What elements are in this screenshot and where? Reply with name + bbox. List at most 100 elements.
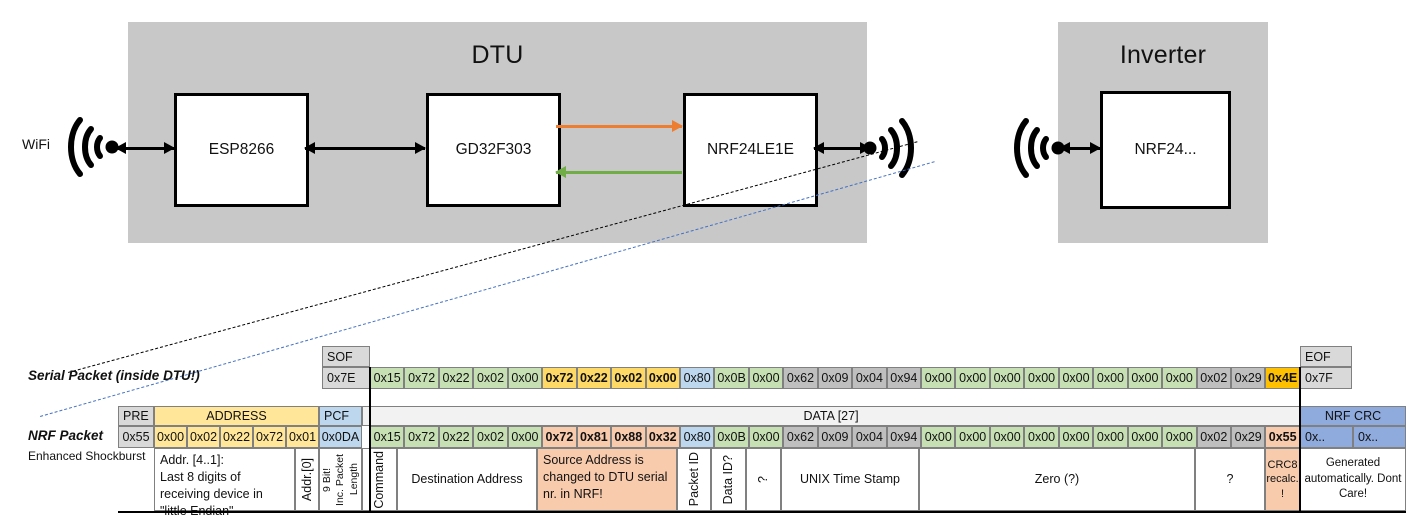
serial-byte-cell-22: 0x00	[1127, 367, 1163, 389]
chip-gd32f303: GD32F303	[426, 93, 561, 207]
desc-unix-timestamp: UNIX Time Stamp	[781, 448, 919, 511]
serial-byte-cell-16: 0x00	[921, 367, 956, 389]
desc-pcf-note: 9 Bit! Inc. Packet Length	[319, 448, 362, 511]
nrf-byte-cell-20: 0x00	[1058, 426, 1094, 448]
serial-sof-value: 0x7E	[322, 367, 370, 389]
serial-byte-cell-7: 0x02	[611, 367, 646, 389]
nrf-address-cell-1: 0x02	[187, 426, 220, 448]
serial-byte-cell-10: 0x0B	[714, 367, 749, 389]
desc-zero: Zero (?)	[919, 448, 1195, 511]
inverter-antenna-icon	[1014, 118, 1065, 178]
desc-question-a: ?	[746, 448, 781, 511]
desc-address-note: Addr. [4..1]: Last 8 digits of receiving…	[154, 448, 295, 518]
nrf-byte-cell-11: 0x00	[748, 426, 784, 448]
nrf-byte-cell-5: 0x72	[542, 426, 577, 448]
serial-byte-cell-4: 0x00	[507, 367, 543, 389]
nrf-byte-cell-14: 0x04	[852, 426, 887, 448]
serial-byte-cell-3: 0x02	[473, 367, 508, 389]
nrf-pcf-value: 0x0DA	[319, 426, 362, 448]
nrf-byte-cell-7: 0x88	[611, 426, 646, 448]
serial-byte-cell-24: 0x02	[1196, 367, 1231, 389]
serial-packet-label: Serial Packet (inside DTU!)	[28, 368, 200, 383]
nrf-address-header: ADDRESS	[154, 406, 319, 426]
desc-address-note-text: Addr. [4..1]: Last 8 digits of receiving…	[160, 453, 263, 518]
desc-crc-auto: Generated automatically. Dont Care!	[1300, 448, 1406, 511]
desc-addr0-text: Addr.[0]	[299, 457, 314, 502]
nrf-byte-cell-13: 0x09	[817, 426, 853, 448]
nrf-byte-cell-0: 0x15	[370, 426, 405, 448]
nrf-pcf-header: PCF	[319, 406, 362, 426]
nrf-byte-cell-16: 0x00	[921, 426, 956, 448]
desc-destination-address-text: Destination Address	[411, 472, 523, 487]
desc-source-note-text: Source Address is changed to DTU serial …	[543, 453, 668, 501]
serial-byte-cell-14: 0x04	[852, 367, 887, 389]
nrf-packet-label: NRF Packet	[28, 428, 104, 443]
desc-pcf-note-c: Length	[347, 463, 360, 496]
nrf-address-cell-2: 0x22	[220, 426, 253, 448]
nrf-byte-cell-3: 0x02	[473, 426, 508, 448]
serial-byte-cell-18: 0x00	[989, 367, 1025, 389]
serial-byte-cell-8: 0x00	[645, 367, 680, 389]
dtu-radio-antenna-icon	[863, 118, 914, 178]
serial-byte-cell-6: 0x22	[576, 367, 612, 389]
nrf-byte-cell-26: 0x55	[1265, 426, 1300, 448]
serial-sof-header: SOF	[322, 346, 370, 367]
desc-zero-text: Zero (?)	[1034, 472, 1080, 487]
serial-byte-cell-21: 0x00	[1093, 367, 1128, 389]
nrf-address-cell-4: 0x01	[286, 426, 319, 448]
desc-packet-id: Packet ID	[677, 448, 711, 511]
serial-byte-cell-11: 0x00	[748, 367, 784, 389]
desc-crc8-text: CRC8 recalc. !	[1266, 459, 1299, 500]
nrf-pre-header: PRE	[118, 406, 154, 426]
nrf-byte-cell-9: 0x80	[679, 426, 715, 448]
wifi-antenna-icon	[68, 117, 119, 177]
chip-esp8266-label: ESP8266	[208, 141, 275, 158]
desc-pcf-note-a: 9 Bit!	[321, 467, 334, 492]
serial-byte-cell-0: 0x15	[370, 367, 405, 389]
serial-byte-cell-26: 0x4E	[1265, 367, 1300, 389]
serial-byte-cell-20: 0x00	[1058, 367, 1094, 389]
nrf-pre-value: 0x55	[118, 426, 154, 448]
nrf-address-cell-0: 0x00	[154, 426, 187, 448]
chip-gd32f303-label: GD32F303	[455, 141, 532, 158]
serial-byte-cell-23: 0x00	[1162, 367, 1197, 389]
wifi-label: WiFi	[22, 136, 50, 152]
nrf-address-cell-3: 0x72	[253, 426, 286, 448]
nrf-byte-cell-23: 0x00	[1162, 426, 1197, 448]
nrf-packet-sublabel: Enhanced Shockburst	[28, 449, 146, 463]
serial-byte-cell-13: 0x09	[817, 367, 853, 389]
serial-byte-cell-19: 0x00	[1024, 367, 1059, 389]
chip-esp8266: ESP8266	[174, 93, 309, 207]
nrf-row-bottom-rule	[118, 511, 1406, 513]
nrf-byte-cell-18: 0x00	[989, 426, 1025, 448]
serial-byte-cell-1: 0x72	[404, 367, 439, 389]
serial-byte-cell-15: 0x94	[886, 367, 922, 389]
desc-command: Command	[362, 448, 397, 511]
desc-unix-timestamp-text: UNIX Time Stamp	[799, 472, 901, 487]
nrf-byte-cell-19: 0x00	[1024, 426, 1059, 448]
serial-byte-cell-2: 0x22	[438, 367, 474, 389]
desc-packet-id-text: Packet ID	[686, 452, 701, 507]
desc-addr0: Addr.[0]	[295, 448, 319, 511]
desc-source-note: Source Address is changed to DTU serial …	[537, 448, 677, 511]
serial-byte-cell-9: 0x80	[679, 367, 715, 389]
nrf-byte-cell-24: 0x02	[1196, 426, 1231, 448]
serial-byte-cell-5: 0x72	[542, 367, 577, 389]
nrf-byte-cell-8: 0x32	[645, 426, 680, 448]
chip-inverter-nrf24-label: NRF24...	[1134, 141, 1197, 158]
serial-eof-value: 0x7F	[1300, 367, 1352, 389]
chip-nrf24le1e: NRF24LE1E	[683, 93, 818, 207]
inverter-title: Inverter	[1119, 41, 1207, 69]
nrf-crc-header: NRF CRC	[1300, 406, 1406, 426]
nrf-byte-cell-4: 0x00	[507, 426, 543, 448]
desc-question-b: ?	[1195, 448, 1265, 511]
desc-data-id: Data ID?	[711, 448, 746, 511]
desc-crc8: CRC8 recalc. !	[1265, 448, 1300, 511]
desc-question-a-text: ?	[756, 476, 771, 483]
nrf-byte-cell-17: 0x00	[955, 426, 990, 448]
chip-nrf24le1e-label: NRF24LE1E	[706, 141, 794, 158]
serial-byte-cell-25: 0x29	[1231, 367, 1266, 389]
nrf-crc-cell-1: 0x..	[1353, 426, 1406, 448]
nrf-data-header: DATA [27]	[362, 406, 1300, 426]
nrf-byte-cell-25: 0x29	[1231, 426, 1266, 448]
